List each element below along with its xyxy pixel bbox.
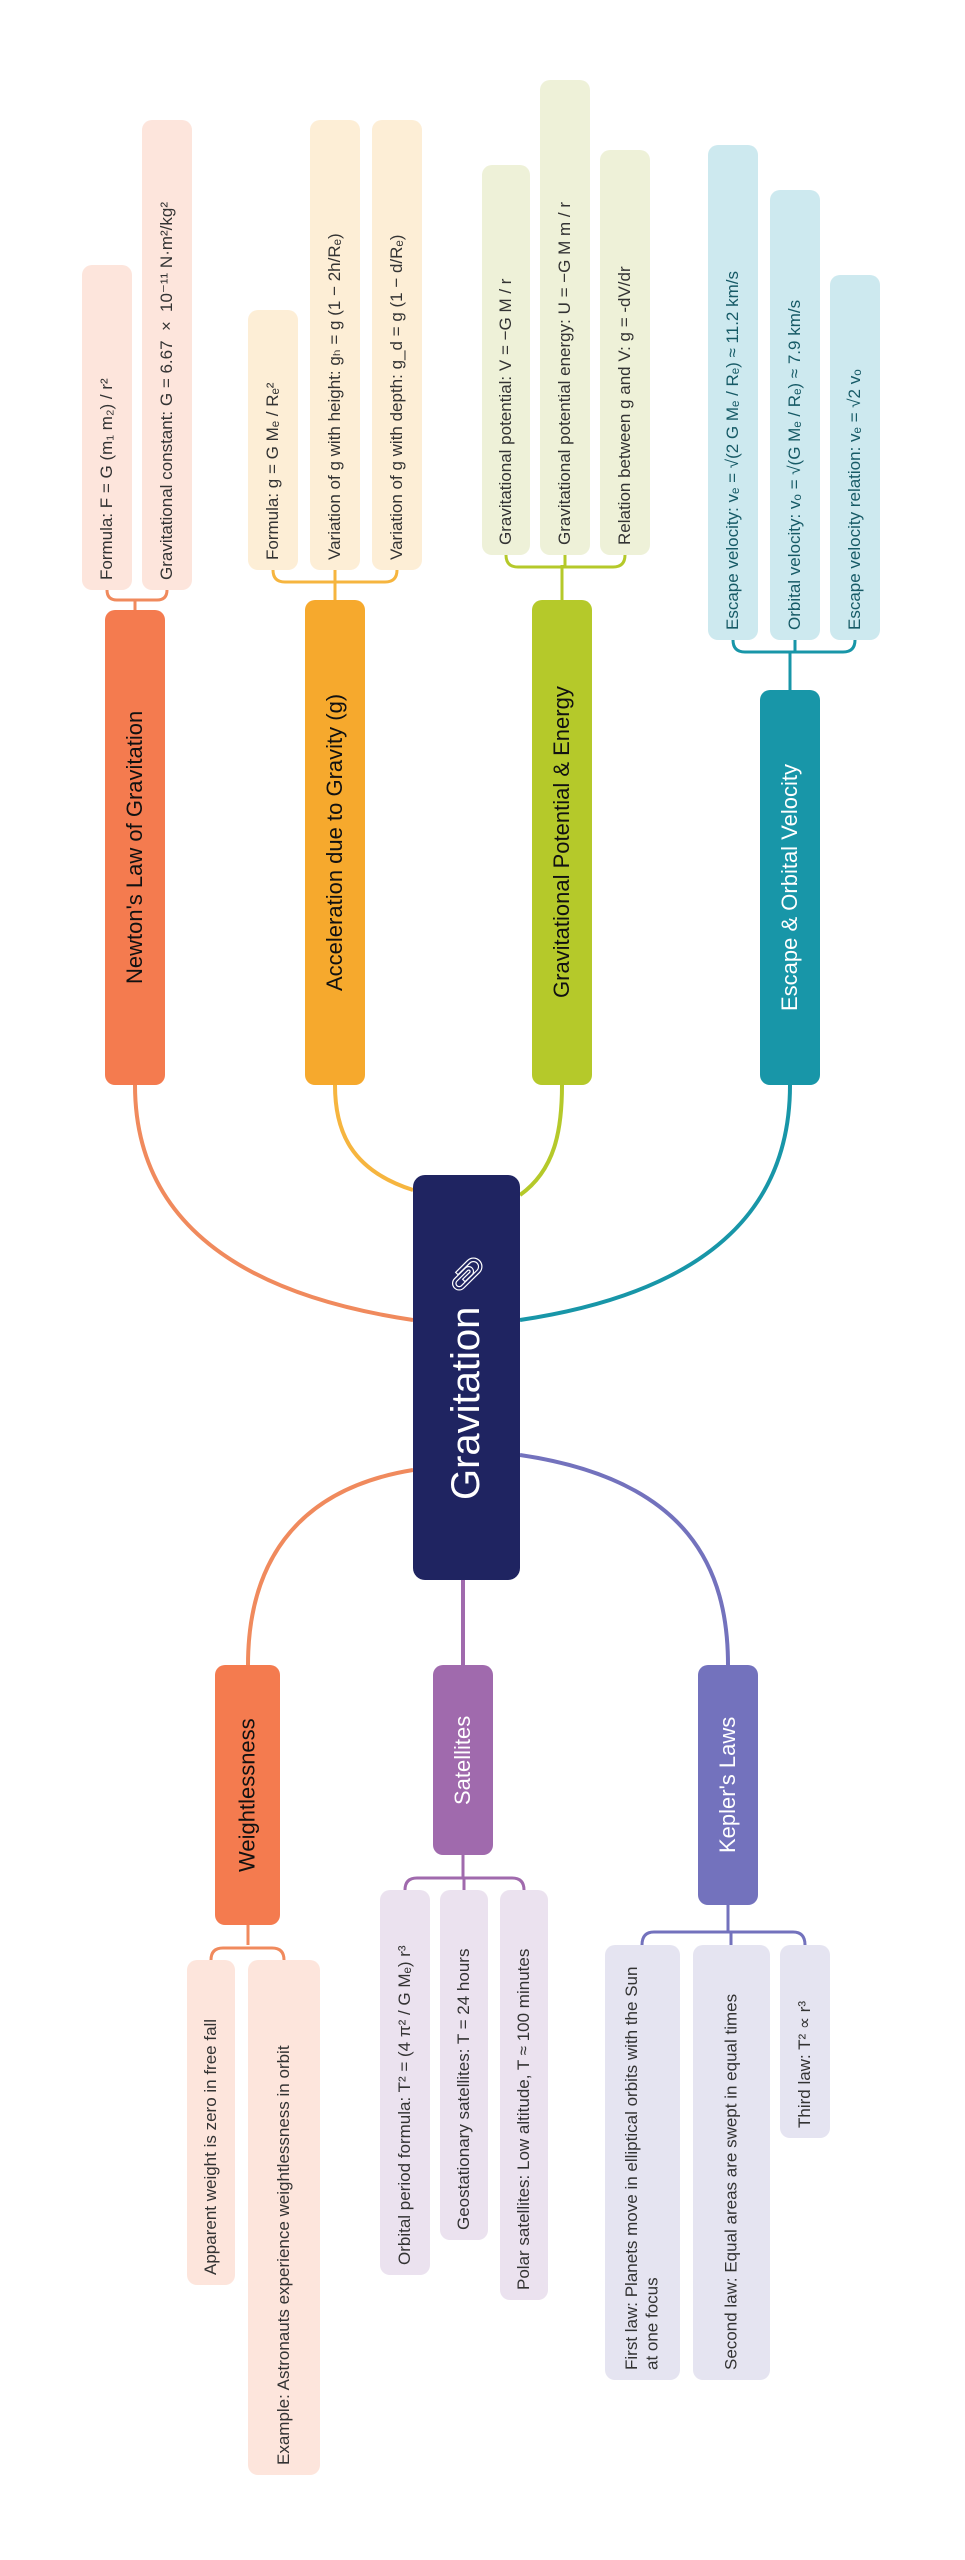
- leaf-potential-v[interactable]: Gravitational potential: V = −G M / r: [482, 165, 530, 555]
- branch-kepler[interactable]: Kepler's Laws: [698, 1665, 758, 1905]
- connector-kepler: [519, 1453, 730, 1666]
- leaf-newton-formula[interactable]: Formula: F = G (m₁ m₂) / r²: [82, 265, 132, 590]
- branch-weightlessness[interactable]: Weightlessness: [215, 1665, 280, 1925]
- connector-acceleration: [333, 1084, 414, 1192]
- leaf-newton-constant[interactable]: Gravitational constant: G = 6.67 × 10⁻¹¹…: [142, 120, 192, 590]
- branch-newton[interactable]: Newton's Law of Gravitation: [105, 610, 165, 1085]
- branch-escape[interactable]: Escape & Orbital Velocity: [760, 690, 820, 1085]
- leaf-escape-velocity[interactable]: Escape velocity: vₑ = √(2 G Mₑ / Rₑ) ≈ 1…: [708, 145, 758, 640]
- leaf-accel-formula[interactable]: Formula: g = G Mₑ / Rₑ²: [248, 310, 298, 570]
- leaf-escape-relation[interactable]: Escape velocity relation: vₑ = √2 vₒ: [830, 275, 880, 640]
- leaf-potential-u[interactable]: Gravitational potential energy: U = −G M…: [540, 80, 590, 555]
- leaf-kepler-third[interactable]: Third law: T² ∝ r³: [780, 1945, 830, 2138]
- connector-escape: [519, 1084, 792, 1322]
- connector-potential: [518, 1084, 564, 1197]
- leaf-weightless-example[interactable]: Example: Astronauts experience weightles…: [248, 1960, 320, 2475]
- branch-satellites[interactable]: Satellites: [433, 1665, 493, 1855]
- paperclip-icon: 📎︎: [447, 1257, 486, 1291]
- leaf-satellite-period[interactable]: Orbital period formula: T² = (4 π² / G M…: [380, 1890, 430, 2275]
- branch-acceleration[interactable]: Acceleration due to Gravity (g): [305, 600, 365, 1085]
- connector-weightlessness: [246, 1468, 414, 1666]
- leaf-weightless-apparent[interactable]: Apparent weight is zero in free fall: [187, 1960, 235, 2285]
- leaf-satellite-geo[interactable]: Geostationary satellites: T = 24 hours: [440, 1890, 488, 2240]
- leaf-kepler-first[interactable]: First law: Planets move in elliptical or…: [605, 1945, 680, 2380]
- connector-newton: [133, 1084, 414, 1322]
- branch-potential[interactable]: Gravitational Potential & Energy: [532, 600, 592, 1085]
- central-title: Gravitation: [444, 1306, 488, 1501]
- leaf-satellite-polar[interactable]: Polar satellites: Low altitude, T ≈ 100 …: [500, 1890, 548, 2300]
- leaf-potential-relation[interactable]: Relation between g and V: g = -dV/dr: [600, 150, 650, 555]
- leaf-accel-depth[interactable]: Variation of g with depth: g_d = g (1 − …: [372, 120, 422, 570]
- central-topic[interactable]: Gravitation 📎︎: [413, 1175, 520, 1580]
- leaf-accel-height[interactable]: Variation of g with height: gₕ = g (1 − …: [310, 120, 360, 570]
- leaf-kepler-second[interactable]: Second law: Equal areas are swept in equ…: [693, 1945, 770, 2380]
- leaf-orbital-velocity[interactable]: Orbital velocity: vₒ = √(G Mₑ / Rₑ) ≈ 7.…: [770, 190, 820, 640]
